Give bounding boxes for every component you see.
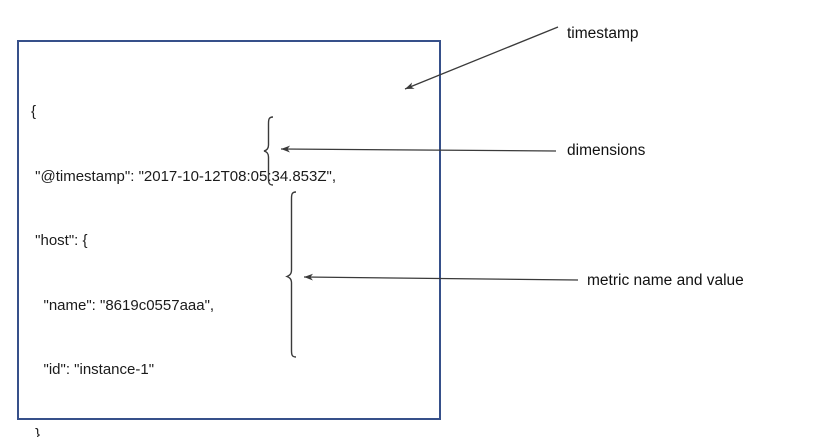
json-line-timestamp: "@timestamp": "2017-10-12T08:05:34.853Z"… [31, 167, 337, 185]
json-line-host-name: "name": "8619c0557aaa", [31, 296, 215, 314]
annotation-label-dimensions: dimensions [567, 142, 646, 159]
json-line-host-open: "host": { [31, 232, 88, 249]
json-code-block: { "@timestamp": "2017-10-12T08:05:34.853… [31, 58, 431, 437]
annotation-label-metric: metric name and value [587, 272, 744, 289]
json-line-host-close: }, [31, 425, 45, 437]
json-line: { [31, 103, 37, 120]
json-document-box [17, 40, 441, 420]
annotation-label-timestamp: timestamp [567, 25, 639, 42]
json-line-host-id: "id": "instance-1" [31, 361, 155, 378]
